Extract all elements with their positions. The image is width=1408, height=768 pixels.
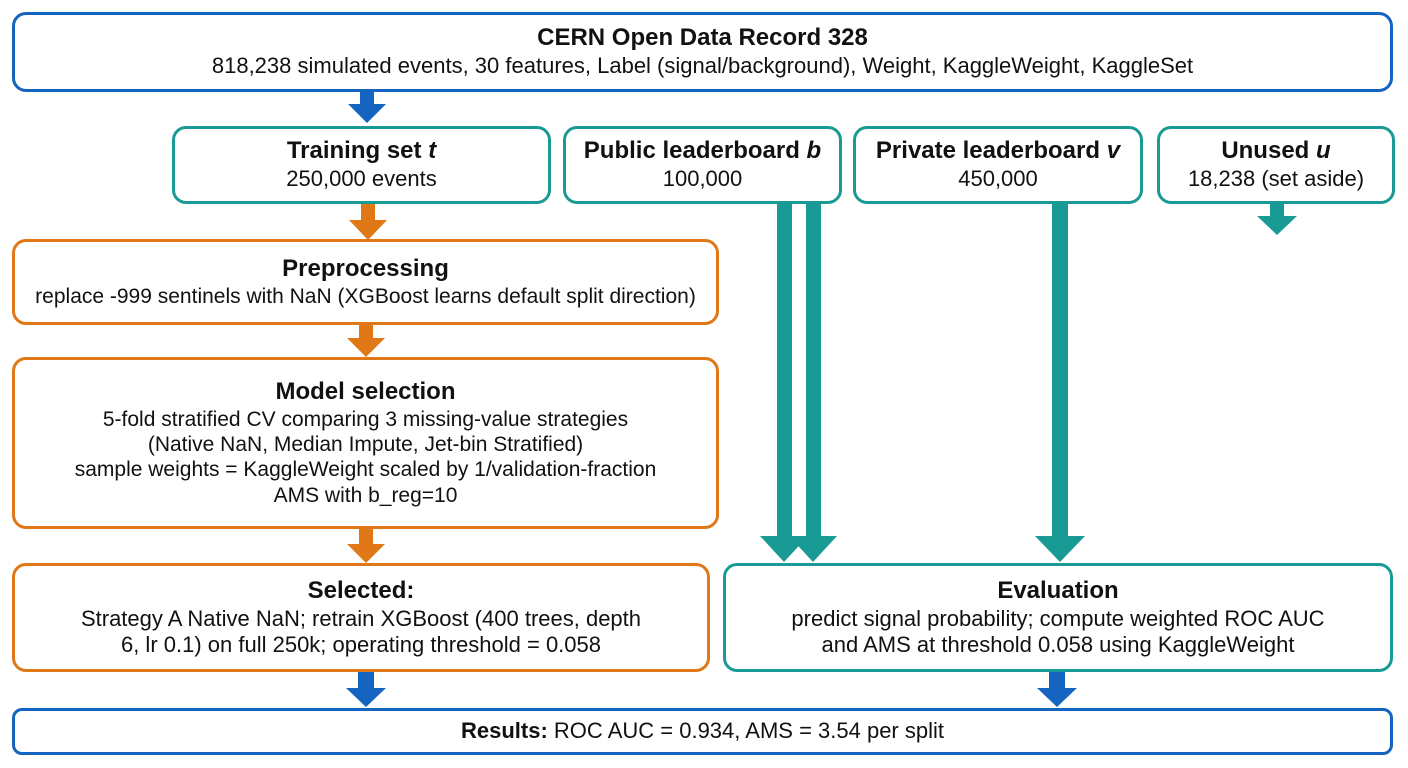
source-description: 818,238 simulated events, 30 features, L… <box>211 53 1194 79</box>
preprocessing-description: replace -999 sentinels with NaN (XGBoost… <box>35 284 696 308</box>
arrow-unused-stub <box>1257 204 1297 235</box>
selected-title: Selected: <box>307 576 415 604</box>
model-selection-line: 5-fold stratified CV comparing 3 missing… <box>102 408 629 432</box>
source-title: CERN Open Data Record 328 <box>537 24 868 52</box>
model-selection-line: AMS with b_reg=10 <box>273 483 458 507</box>
source-box: CERN Open Data Record 328 818,238 simula… <box>12 12 1393 92</box>
training-set-title: Training set t <box>286 137 437 165</box>
model-selection-line: sample weights = KaggleWeight scaled by … <box>74 458 657 482</box>
evaluation-line: and AMS at threshold 0.058 using KaggleW… <box>821 631 1295 657</box>
evaluation-line: predict signal probability; compute weig… <box>791 605 1325 631</box>
arrow-training-to-preprocessing <box>349 204 387 240</box>
training-set-box: Training set t 250,000 events <box>172 126 551 204</box>
selected-line: Strategy A Native NaN; retrain XGBoost (… <box>80 605 642 631</box>
unused-box: Unused u 18,238 (set aside) <box>1157 126 1395 204</box>
unused-title: Unused u <box>1221 137 1331 165</box>
selected-box: Selected: Strategy A Native NaN; retrain… <box>12 563 710 672</box>
private-leaderboard-title: Private leaderboard v <box>875 137 1121 165</box>
arrow-public-to-evaluation-2 <box>789 204 837 562</box>
arrow-source-to-training <box>348 92 386 123</box>
arrow-model-to-selected <box>347 529 385 563</box>
results-label: Results: <box>461 718 548 744</box>
arrow-evaluation-to-results <box>1037 672 1077 707</box>
model-selection-line: (Native NaN, Median Impute, Jet-bin Stra… <box>147 433 584 457</box>
results-box: Results: ROC AUC = 0.934, AMS = 3.54 per… <box>12 708 1393 755</box>
model-selection-title: Model selection <box>275 378 456 406</box>
private-leaderboard-count: 450,000 <box>958 166 1038 192</box>
evaluation-box: Evaluation predict signal probability; c… <box>723 563 1393 672</box>
arrow-selected-to-results <box>346 672 386 707</box>
public-leaderboard-box: Public leaderboard b 100,000 <box>563 126 842 204</box>
unused-count: 18,238 (set aside) <box>1187 166 1365 192</box>
model-selection-box: Model selection 5-fold stratified CV com… <box>12 357 719 529</box>
training-set-count: 250,000 events <box>286 166 437 192</box>
preprocessing-box: Preprocessing replace -999 sentinels wit… <box>12 239 719 325</box>
results-values: ROC AUC = 0.934, AMS = 3.54 per split <box>547 718 944 744</box>
selected-line: 6, lr 0.1) on full 250k; operating thres… <box>120 631 602 657</box>
results-text: Results: ROC AUC = 0.934, AMS = 3.54 per… <box>461 718 944 744</box>
arrow-public-to-evaluation-1 <box>760 204 808 562</box>
arrow-private-to-evaluation <box>1035 204 1085 562</box>
public-leaderboard-count: 100,000 <box>662 166 743 192</box>
preprocessing-title: Preprocessing <box>282 255 449 282</box>
private-leaderboard-box: Private leaderboard v 450,000 <box>853 126 1143 204</box>
arrow-preprocessing-to-model <box>347 325 385 357</box>
evaluation-title: Evaluation <box>997 576 1119 604</box>
public-leaderboard-title: Public leaderboard b <box>583 137 822 165</box>
